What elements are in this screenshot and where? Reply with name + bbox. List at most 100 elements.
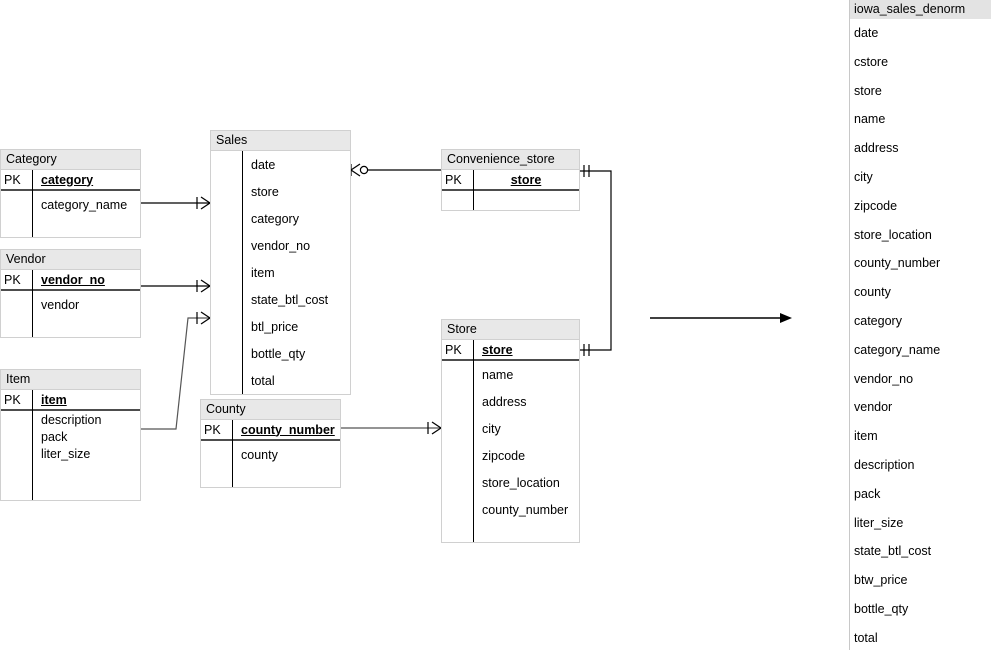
entity-item[interactable]: Item PK item description pack liter_size <box>0 369 141 501</box>
attribute-row: bottle_qty <box>211 340 350 367</box>
entity-county[interactable]: County PK county_number county <box>200 399 341 488</box>
crowsfoot-sales-cstore <box>350 163 369 177</box>
denorm-column: description <box>854 457 915 472</box>
pk-label: PK <box>4 272 21 287</box>
entity-title-sales: Sales <box>211 131 350 151</box>
entity-title-store: Store <box>442 320 579 340</box>
denorm-column: liter_size <box>854 515 904 530</box>
tick-cstore-one <box>583 165 590 177</box>
denorm-column: category_name <box>854 342 941 357</box>
attribute-row: category <box>211 205 350 232</box>
attribute-name: city <box>482 421 501 436</box>
denorm-column: city <box>854 169 873 184</box>
pk-row-category: PK category <box>1 170 140 191</box>
denorm-column: zipcode <box>854 198 898 213</box>
pk-row-county: PK county_number <box>201 420 340 441</box>
pk-row-item: PK item <box>1 390 140 411</box>
attribute-row: store_location <box>442 469 579 496</box>
pk-row-store: PK store <box>442 340 579 361</box>
entity-title-category: Category <box>1 150 140 170</box>
denorm-column: name <box>854 112 886 127</box>
pk-row-convenience-store: PK store <box>442 170 579 191</box>
denorm-column: state_btl_cost <box>854 544 932 559</box>
denorm-column: btw_price <box>854 573 908 588</box>
denorm-column: store <box>854 83 882 98</box>
entity-title-vendor: Vendor <box>1 250 140 270</box>
pk-name: vendor_no <box>41 272 105 287</box>
denorm-column: address <box>854 141 899 156</box>
attribute-row: name <box>442 361 579 388</box>
attribute-name: state_btl_cost <box>251 292 329 307</box>
denorm-column: bottle_qty <box>854 601 909 616</box>
attribute-name: category <box>251 211 299 226</box>
attribute-row: liter_size <box>1 445 140 462</box>
attribute-name: county_number <box>482 502 569 517</box>
attribute-row: pack <box>1 428 140 445</box>
attribute-row: county <box>201 441 340 468</box>
pk-name: category <box>41 172 94 187</box>
wire-cstore-store <box>580 170 612 351</box>
attribute-name: name <box>482 367 514 382</box>
denorm-table-title: iowa_sales_denorm <box>850 0 991 19</box>
attribute-row: date <box>211 151 350 178</box>
pk-name: item <box>41 392 67 407</box>
attribute-row: btl_price <box>211 313 350 340</box>
attribute-row: item <box>211 259 350 286</box>
entity-title-county: County <box>201 400 340 420</box>
denorm-table-panel[interactable]: iowa_sales_denorm date cstore store name… <box>849 0 991 650</box>
attribute-name: store_location <box>482 475 560 490</box>
attribute-row: total <box>211 367 350 394</box>
pk-label: PK <box>204 422 221 437</box>
attribute-row: city <box>442 415 579 442</box>
entity-sales[interactable]: Sales date store category vendor_no item <box>210 130 351 395</box>
pk-name: store <box>482 342 513 357</box>
denorm-column: store_location <box>854 227 932 242</box>
attribute-name: vendor <box>41 297 80 312</box>
crowsfoot-county-store <box>427 421 442 435</box>
attribute-spacer <box>201 468 340 487</box>
denorm-column: category <box>854 313 902 328</box>
denorm-column: vendor_no <box>854 371 914 386</box>
denorm-column: cstore <box>854 54 889 69</box>
attribute-spacer <box>1 218 140 237</box>
entity-category[interactable]: Category PK category category_name <box>0 149 141 238</box>
attribute-name: date <box>251 157 276 172</box>
denorm-column: county_number <box>854 256 941 271</box>
attribute-name: county <box>241 447 278 462</box>
denorm-column: county <box>854 285 891 300</box>
pk-name: store <box>510 172 542 187</box>
denorm-column: pack <box>854 486 881 501</box>
attribute-row: zipcode <box>442 442 579 469</box>
attribute-name: bottle_qty <box>251 346 306 361</box>
attribute-row: category_name <box>1 191 140 218</box>
attribute-name: vendor_no <box>251 238 311 253</box>
attribute-name: pack <box>41 429 68 444</box>
crowsfoot-category-sales <box>196 196 211 210</box>
attribute-name: category_name <box>41 197 128 212</box>
attribute-spacer <box>1 318 140 337</box>
pk-row-vendor: PK vendor_no <box>1 270 140 291</box>
attribute-name: liter_size <box>41 446 91 461</box>
attribute-row: county_number <box>442 496 579 523</box>
entity-store[interactable]: Store PK store name address city zipcode <box>441 319 580 543</box>
entity-convenience-store[interactable]: Convenience_store PK store <box>441 149 580 211</box>
pk-label: PK <box>445 342 462 357</box>
attribute-row: state_btl_cost <box>211 286 350 313</box>
attribute-row: description <box>1 411 140 428</box>
attribute-name: btl_price <box>251 319 299 334</box>
pk-label: PK <box>4 172 21 187</box>
attribute-spacer <box>1 481 140 500</box>
denorm-column: item <box>854 429 878 444</box>
attribute-name: item <box>251 265 275 280</box>
transform-arrow <box>650 313 792 323</box>
attribute-spacer <box>1 462 140 481</box>
denorm-column: total <box>854 630 878 645</box>
denorm-column: vendor <box>854 400 893 415</box>
pk-label: PK <box>4 392 21 407</box>
attribute-name: store <box>251 184 279 199</box>
attribute-spacer <box>442 191 579 210</box>
entity-vendor[interactable]: Vendor PK vendor_no vendor <box>0 249 141 338</box>
attribute-name: description <box>41 412 102 427</box>
denorm-column: date <box>854 26 879 40</box>
